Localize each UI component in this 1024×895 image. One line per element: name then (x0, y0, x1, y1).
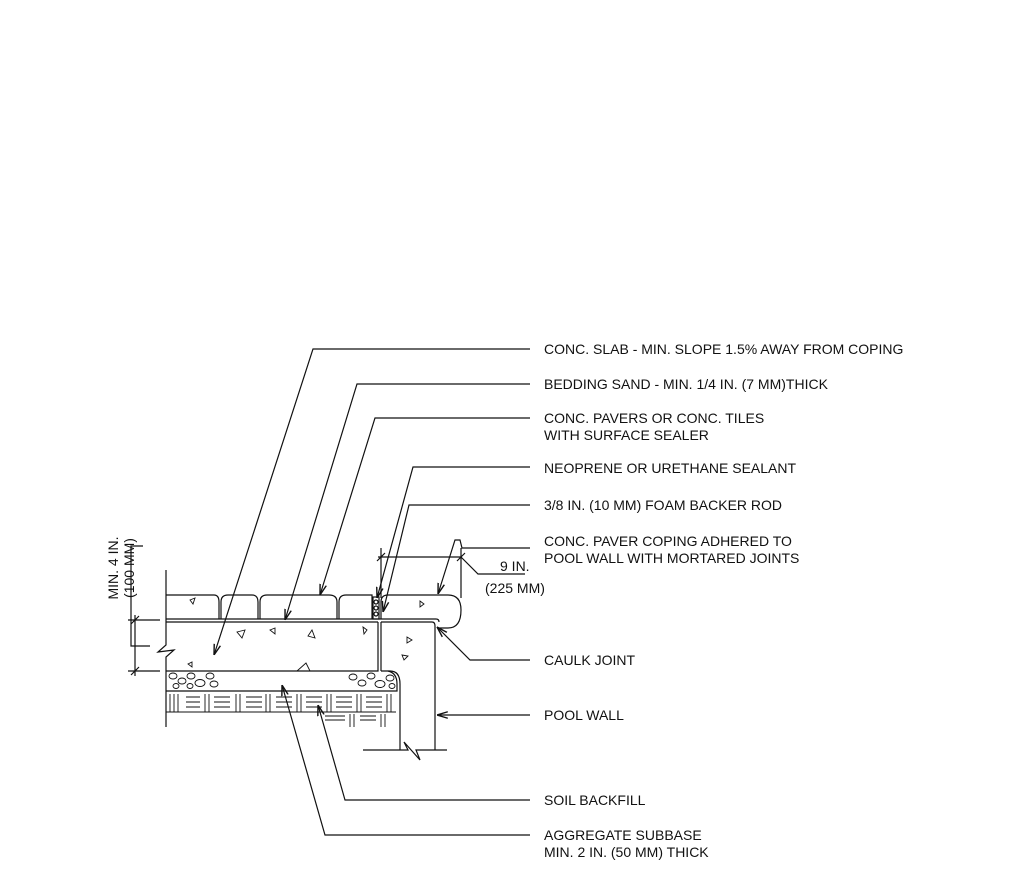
dim-thickness-in: MIN. 4 IN. (105, 536, 121, 600)
slab (166, 622, 382, 672)
dimension-width (376, 548, 525, 598)
aggregate-subbase (166, 670, 398, 692)
label-caulk-joint: CAULK JOINT (544, 652, 636, 668)
label-pool-wall: POOL WALL (544, 707, 624, 723)
concrete-triangles (187, 597, 425, 672)
soil-backfill (166, 694, 396, 727)
label-conc-slab: CONC. SLAB - MIN. SLOPE 1.5% AWAY FROM C… (544, 341, 904, 357)
label-sealant: NEOPRENE OR URETHANE SEALANT (544, 460, 797, 476)
wall-base-line (363, 741, 447, 761)
bedding-sand (166, 618, 440, 623)
aggregate-stones (168, 672, 396, 689)
label-aggregate-line2: MIN. 2 IN. (50 MM) THICK (544, 844, 709, 860)
label-soil-backfill: SOIL BACKFILL (544, 792, 646, 808)
label-pavers-line2: WITH SURFACE SEALER (544, 427, 709, 443)
dimension-thickness (128, 545, 160, 676)
label-aggregate-line1: AGGREGATE SUBBASE (544, 827, 702, 843)
label-coping-line1: CONC. PAVER COPING ADHERED TO (544, 533, 792, 549)
label-bedding-sand: BEDDING SAND - MIN. 1/4 IN. (7 MM)THICK (544, 376, 828, 392)
pavers (166, 594, 380, 620)
coping (380, 594, 462, 629)
label-coping-line2: POOL WALL WITH MORTARED JOINTS (544, 550, 800, 566)
break-line-left (156, 570, 176, 727)
dim-thickness-label: MIN. 4 IN. (100 MM) (105, 523, 137, 613)
label-pavers-line1: CONC. PAVERS OR CONC. TILES (544, 410, 765, 426)
dim-width-in: 9 IN. (500, 558, 530, 574)
leader-lines (214, 348, 530, 836)
label-backer-rod: 3/8 IN. (10 MM) FOAM BACKER ROD (544, 497, 783, 513)
dim-width-mm: (225 MM) (485, 580, 545, 596)
dim-thickness-mm: (100 MM) (121, 538, 137, 598)
